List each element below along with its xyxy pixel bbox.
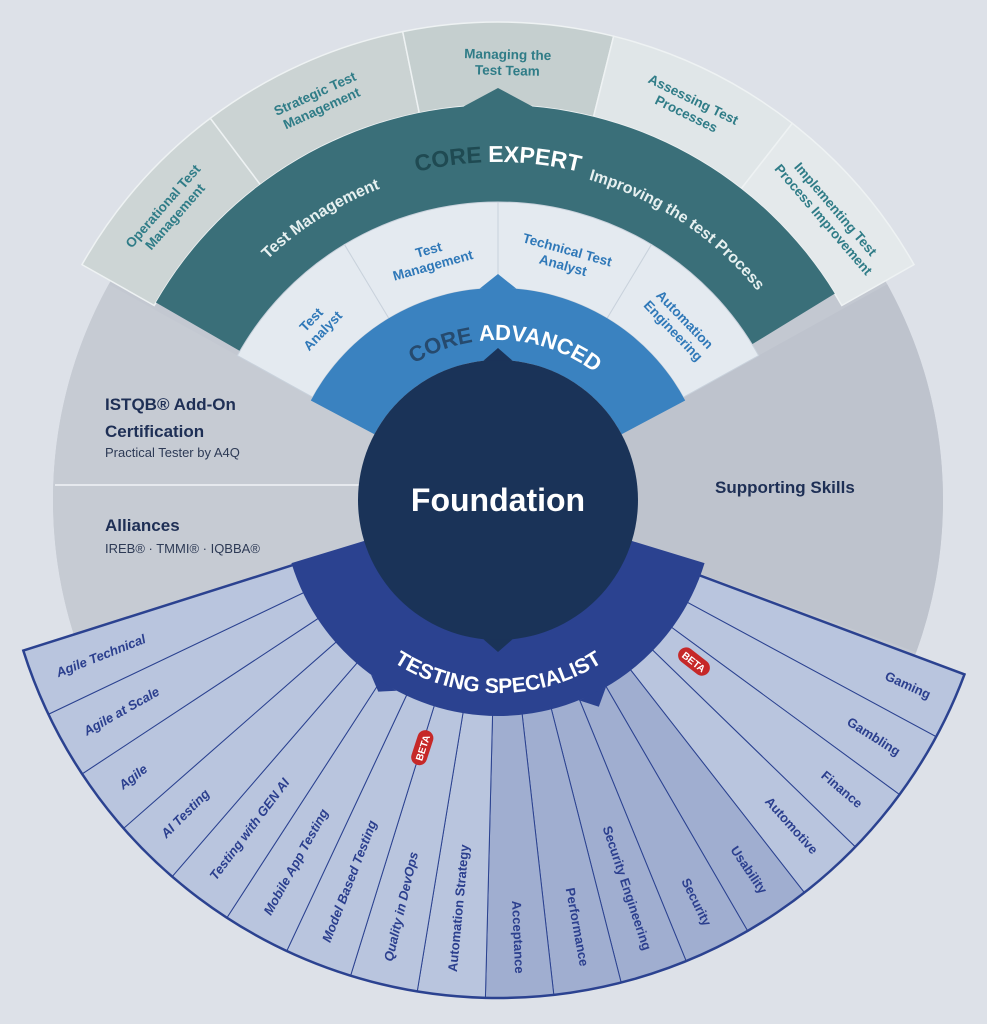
addon-title-line2: Certification xyxy=(105,422,204,441)
pointer-icon xyxy=(483,639,513,652)
supporting-skills-region[interactable] xyxy=(620,284,943,653)
core-advanced-ring[interactable] xyxy=(310,288,686,435)
core-expert-ring[interactable] xyxy=(155,104,835,351)
label-line: Test Team xyxy=(475,62,540,78)
pointer-icon xyxy=(483,348,513,361)
label-line: Managing the xyxy=(464,46,552,63)
alliances-subtitle: IREB® · TMMI® · IQBBA® xyxy=(105,541,260,556)
beta-badge-bg xyxy=(411,730,434,766)
addon-subtitle: Practical Tester by A4Q xyxy=(105,445,240,460)
specialist-module-label: Acceptance xyxy=(509,900,527,974)
expert-module-label: Managing theTest Team xyxy=(464,46,552,79)
pointer-icon xyxy=(463,88,533,107)
testing-specialist-ring[interactable] xyxy=(291,540,705,717)
pointer-icon xyxy=(479,274,517,289)
alliances-title: Alliances xyxy=(105,516,180,535)
foundation-label: Foundation xyxy=(411,482,585,518)
addon-title: ISTQB® Add-On xyxy=(105,395,236,414)
beta-badge-bg xyxy=(678,647,710,676)
pointer-icon xyxy=(578,687,606,707)
supporting-skills-title: Supporting Skills xyxy=(715,478,855,497)
foundation-circle[interactable] xyxy=(358,360,638,640)
label-line: Test xyxy=(414,239,444,261)
pointer-icon xyxy=(371,674,397,692)
